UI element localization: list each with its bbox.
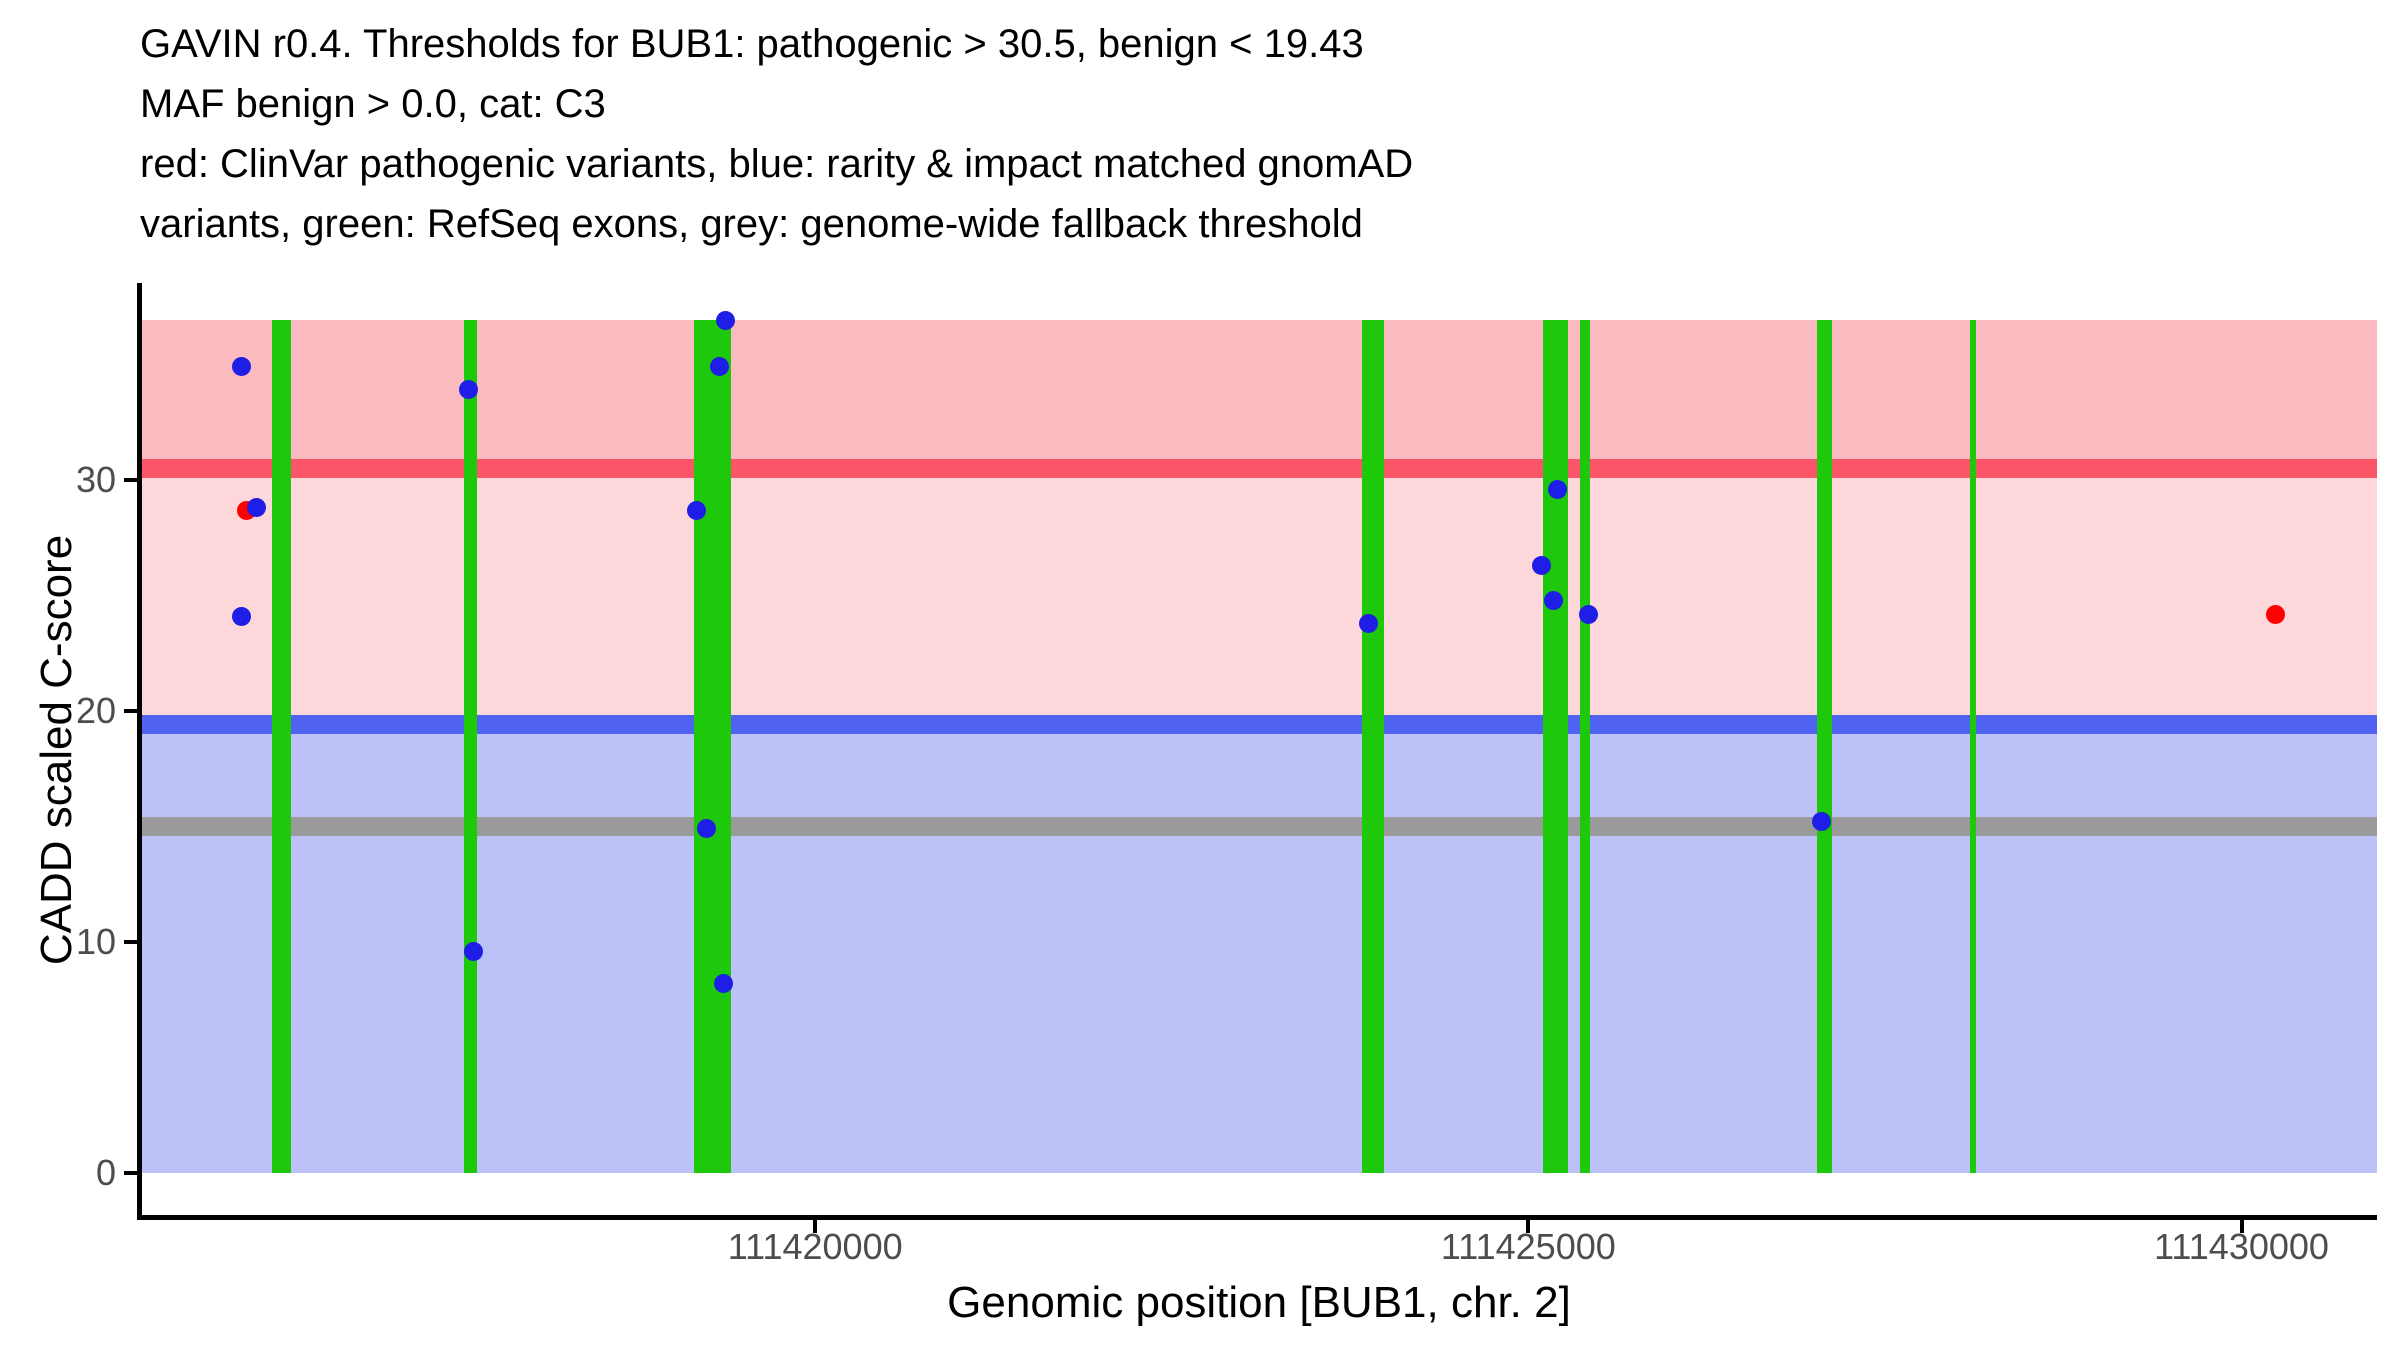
gnomad-variant-point <box>458 380 478 400</box>
exon-bar <box>1579 320 1590 1173</box>
x-axis-line <box>137 1215 2377 1220</box>
x-axis-tick <box>1526 1220 1531 1233</box>
plot-title-line-3: red: ClinVar pathogenic variants, blue: … <box>140 142 1414 186</box>
gnomad-variant-point <box>1358 613 1378 633</box>
y-axis-tick-label: 10 <box>75 921 116 963</box>
y-axis-tick <box>124 478 137 483</box>
exon-bar <box>1817 320 1832 1173</box>
y-axis-tick <box>124 1171 137 1175</box>
gnomad-variant-point <box>716 311 736 331</box>
x-axis-tick-label: 111425000 <box>1440 1226 1616 1267</box>
plot-title-line-4: variants, green: RefSeq exons, grey: gen… <box>140 202 1363 246</box>
y-axis-tick-label: 0 <box>95 1152 116 1193</box>
x-axis-tick <box>813 1220 818 1233</box>
band-benign <box>142 724 2377 1173</box>
plot-title-line-1: GAVIN r0.4. Thresholds for BUB1: pathoge… <box>140 22 1364 66</box>
exon-bar <box>1970 320 1977 1173</box>
benign-threshold-line <box>142 714 2377 734</box>
y-axis-tick-label: 20 <box>75 690 116 732</box>
x-axis-tick-label: 111420000 <box>727 1226 903 1267</box>
plot-title-line-2: MAF benign > 0.0, cat: C3 <box>140 82 606 126</box>
gnomad-variant-point <box>1531 556 1551 576</box>
gnomad-variant-point <box>1811 812 1831 832</box>
clinvar-variant-point <box>2265 604 2285 624</box>
gnomad-variant-point <box>1547 479 1567 499</box>
x-axis-tick <box>2239 1220 2244 1233</box>
gnomad-variant-point <box>710 357 730 377</box>
y-axis-tick <box>124 940 137 945</box>
y-axis-tick-label: 30 <box>75 459 116 501</box>
gnomad-variant-point <box>687 500 707 520</box>
gnomad-variant-point <box>697 819 717 839</box>
y-axis-line <box>137 283 142 1220</box>
gnomad-variant-point <box>232 606 252 626</box>
pathogenic-threshold-line <box>142 459 2377 479</box>
exon-bar <box>693 320 732 1173</box>
exon-bar <box>271 320 292 1173</box>
gnomad-variant-point <box>1543 590 1563 610</box>
x-axis-title: Genomic position [BUB1, chr. 2] <box>947 1278 1571 1327</box>
exon-bar <box>1362 320 1384 1173</box>
fallback-threshold-line <box>142 817 2377 837</box>
gnomad-variant-point <box>1579 604 1599 624</box>
gnomad-variant-point <box>714 974 734 994</box>
gnomad-variant-point <box>463 941 483 961</box>
band-pathogenic <box>142 320 2377 469</box>
gnomad-variant-point <box>232 357 252 377</box>
gnomad-variant-point <box>247 498 267 518</box>
y-axis-title: CADD scaled C-score <box>32 534 81 966</box>
y-axis-tick <box>124 709 137 714</box>
x-axis-tick-label: 111430000 <box>2154 1226 2329 1267</box>
band-intermediate <box>142 468 2377 725</box>
exon-bar <box>464 320 478 1173</box>
exon-bar <box>1543 320 1568 1173</box>
